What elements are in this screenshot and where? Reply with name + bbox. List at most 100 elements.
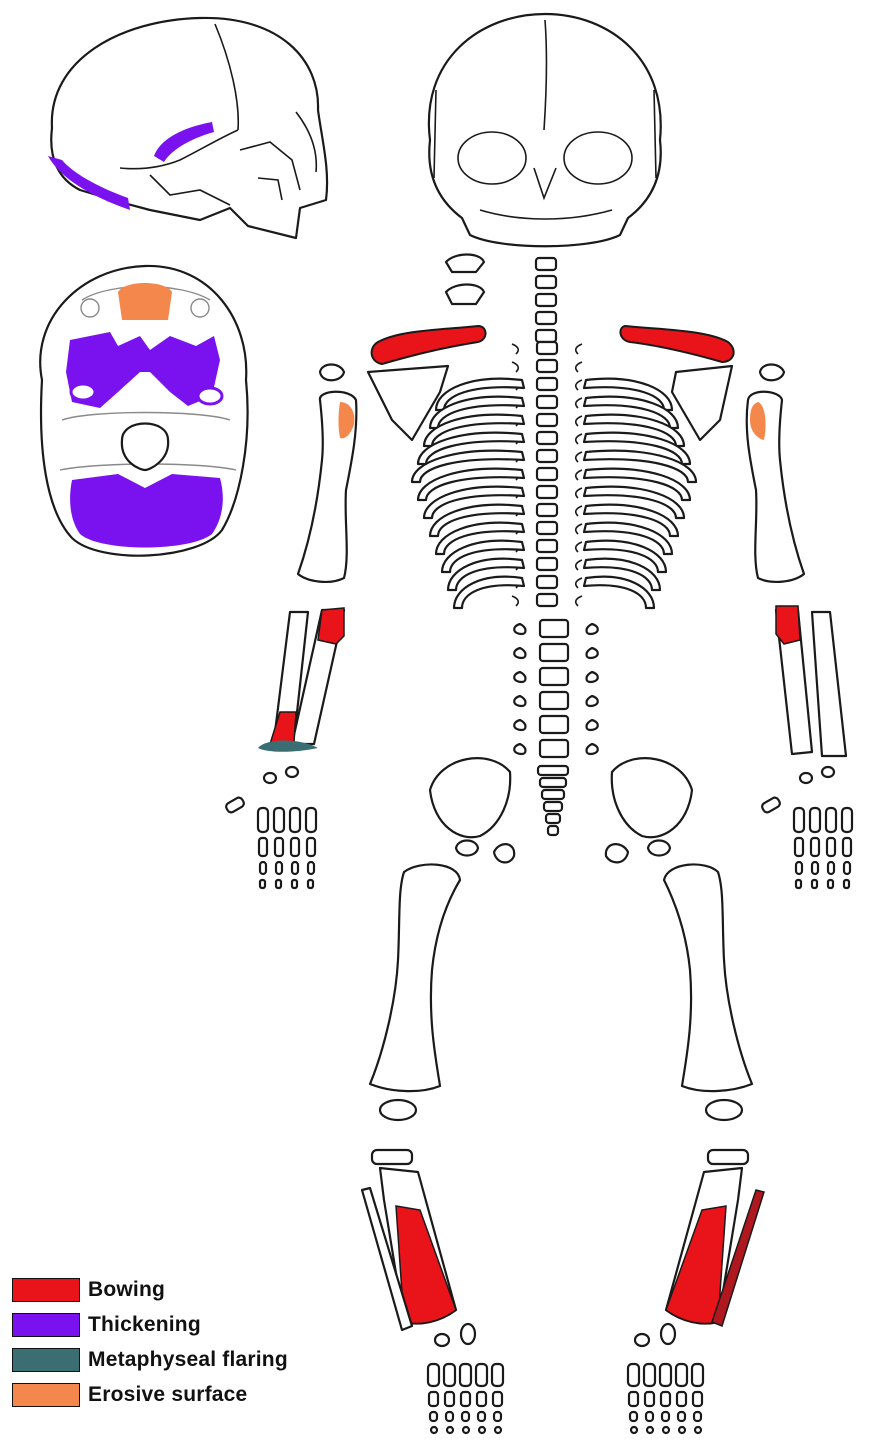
left-lower-leg xyxy=(362,1150,456,1330)
phalanx xyxy=(812,862,818,874)
right-rib xyxy=(584,577,654,608)
vertebra-process xyxy=(512,596,518,606)
toe-phalanx xyxy=(477,1392,486,1406)
metacarpal xyxy=(810,808,820,832)
legend-item-metaphyseal-flaring: Metaphyseal flaring xyxy=(12,1342,288,1377)
metatarsal xyxy=(460,1364,471,1386)
thoracic-vertebra xyxy=(537,504,557,516)
phalanx xyxy=(308,862,314,874)
toe-phalanx xyxy=(646,1412,653,1421)
phalanx xyxy=(260,862,266,874)
legend-swatch-metaphyseal-flaring xyxy=(12,1348,80,1372)
vertebra-process xyxy=(587,720,598,730)
toe-phalanx xyxy=(693,1392,702,1406)
toe-phalanx xyxy=(430,1412,437,1421)
legend-label-erosive-surface: Erosive surface xyxy=(88,1383,247,1407)
thumb xyxy=(761,796,782,814)
tarsal-bone xyxy=(661,1324,675,1344)
toe-phalanx xyxy=(645,1392,654,1406)
legend-swatch-bowing xyxy=(12,1278,80,1302)
vertebra-process xyxy=(587,696,598,706)
metacarpal xyxy=(274,808,284,832)
toe-phalanx xyxy=(446,1412,453,1421)
thumb xyxy=(225,796,246,814)
toe-tip xyxy=(447,1427,453,1433)
right-radius-bowing xyxy=(776,606,800,644)
legend-item-bowing: Bowing xyxy=(12,1272,288,1307)
vertebra-process xyxy=(576,506,582,516)
thoracic-vertebra xyxy=(537,594,557,606)
vertebra-process xyxy=(576,560,582,570)
thoracic-vertebra xyxy=(537,558,557,570)
sacral-segment xyxy=(540,778,566,787)
vertebra-process xyxy=(514,696,525,706)
vertebra-process xyxy=(587,624,598,634)
metacarpal xyxy=(290,808,300,832)
legend: Bowing Thickening Metaphyseal flaring Er… xyxy=(12,1272,288,1412)
phalanx xyxy=(291,838,299,856)
toe-tip xyxy=(679,1427,685,1433)
vertebra-process xyxy=(576,398,582,408)
toe-phalanx xyxy=(662,1412,669,1421)
metacarpal xyxy=(258,808,268,832)
phalanx xyxy=(828,880,833,888)
vertebra-process xyxy=(576,578,582,588)
vertebra-process xyxy=(576,470,582,480)
metatarsal xyxy=(692,1364,703,1386)
lumbar-vertebra xyxy=(540,620,568,637)
vertebra-process xyxy=(576,488,582,498)
phalanx xyxy=(812,880,817,888)
toe-phalanx xyxy=(677,1392,686,1406)
legend-item-thickening: Thickening xyxy=(12,1307,288,1342)
toe-tip xyxy=(695,1427,701,1433)
thoracic-vertebra xyxy=(537,450,557,462)
left-radius-bowing xyxy=(270,712,296,744)
thoracic-vertebra xyxy=(537,540,557,552)
phalanx xyxy=(308,880,313,888)
metatarsal xyxy=(628,1364,639,1386)
sacral-segment xyxy=(546,814,560,823)
legend-label-metaphyseal-flaring: Metaphyseal flaring xyxy=(88,1348,288,1372)
legend-label-bowing: Bowing xyxy=(88,1278,165,1302)
toe-phalanx xyxy=(429,1392,438,1406)
sacral-segment xyxy=(538,766,568,775)
thoracic-vertebra xyxy=(537,432,557,444)
vertebra-process xyxy=(514,648,525,658)
skull-erosive-palate xyxy=(118,283,172,320)
phalanx xyxy=(828,862,834,874)
lumbar-vertebra xyxy=(540,644,568,661)
vertebra-process xyxy=(512,362,518,372)
metacarpal xyxy=(794,808,804,832)
phalanx xyxy=(796,862,802,874)
toe-tip xyxy=(479,1427,485,1433)
thoracic-vertebra xyxy=(537,396,557,408)
phalanx xyxy=(259,838,267,856)
metatarsal xyxy=(444,1364,455,1386)
toe-phalanx xyxy=(630,1412,637,1421)
toe-phalanx xyxy=(494,1412,501,1421)
phalanx xyxy=(276,862,282,874)
carpal-bone xyxy=(822,767,834,777)
metacarpal xyxy=(306,808,316,832)
phalanx xyxy=(260,880,265,888)
vertebra-process xyxy=(514,624,525,634)
left-clavicle-bowing xyxy=(372,326,486,364)
legend-swatch-erosive-surface xyxy=(12,1383,80,1407)
carpal-bone xyxy=(800,773,812,783)
right-lower-leg xyxy=(666,1150,764,1326)
lumbar-vertebra xyxy=(540,740,568,757)
vertebra-process xyxy=(576,380,582,390)
vertebra-process xyxy=(576,434,582,444)
phalanx xyxy=(844,880,849,888)
phalanx xyxy=(292,880,297,888)
phalanx xyxy=(811,838,819,856)
sacral-segment xyxy=(542,790,564,799)
toe-tip xyxy=(631,1427,637,1433)
vertebra-process xyxy=(576,362,582,372)
vertebra-process xyxy=(576,524,582,534)
vertebra-process xyxy=(587,744,598,754)
sacral-segment xyxy=(548,826,558,835)
metatarsal xyxy=(428,1364,439,1386)
right-hand xyxy=(761,767,852,888)
